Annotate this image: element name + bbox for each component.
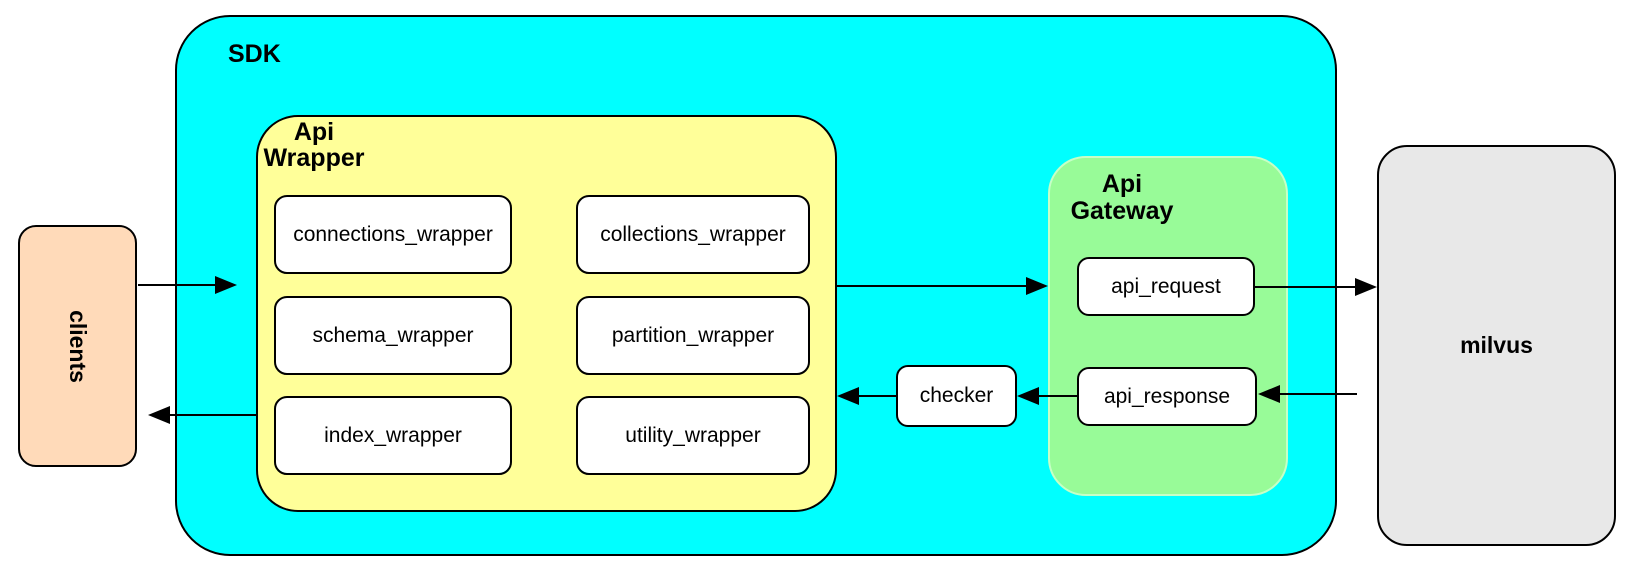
clients-label: clients <box>65 309 91 383</box>
arrow-api-wrapper-to-clients-line <box>169 414 256 416</box>
api-request-node: api_request <box>1077 257 1255 316</box>
partition-wrapper-node: partition_wrapper <box>576 296 810 375</box>
sdk-label: SDK <box>228 40 281 68</box>
index-wrapper-node: index_wrapper <box>274 396 512 475</box>
arrow-clients-to-api-wrapper-line <box>138 284 216 286</box>
milvus-node: milvus <box>1377 145 1616 546</box>
clients-node: clients <box>18 225 137 467</box>
schema-wrapper-node: schema_wrapper <box>274 296 512 375</box>
utility-wrapper-label: utility_wrapper <box>625 423 761 447</box>
arrow-api-wrapper-to-clients-head-icon <box>148 406 170 424</box>
arrow-api-wrapper-to-api-gateway-line <box>837 285 1027 287</box>
arrow-api-wrapper-to-api-gateway-head-icon <box>1026 277 1048 295</box>
checker-node: checker <box>896 365 1017 427</box>
api-response-label: api_response <box>1103 384 1231 408</box>
api-wrapper-label: Api Wrapper <box>263 118 365 172</box>
collections-wrapper-node: collections_wrapper <box>576 195 810 274</box>
api-response-node: api_response <box>1077 367 1257 426</box>
arrow-checker-to-api-wrapper-line <box>858 395 896 397</box>
arrow-api-response-to-checker-line <box>1038 395 1077 397</box>
index-wrapper-label: index_wrapper <box>324 423 462 447</box>
utility-wrapper-node: utility_wrapper <box>576 396 810 475</box>
collections-wrapper-label: collections_wrapper <box>600 222 786 246</box>
api-gateway-container <box>1048 156 1288 496</box>
arrow-milvus-to-api-response-line <box>1279 393 1357 395</box>
checker-label: checker <box>919 384 994 407</box>
arrow-checker-to-api-wrapper-head-icon <box>837 387 859 405</box>
schema-wrapper-label: schema_wrapper <box>312 323 474 347</box>
arrow-api-response-to-checker-head-icon <box>1017 387 1039 405</box>
arrow-milvus-to-api-response-head-icon <box>1258 385 1280 403</box>
arrow-api-request-to-milvus-line <box>1255 286 1356 288</box>
partition-wrapper-label: partition_wrapper <box>611 323 775 347</box>
api-request-label: api_request <box>1111 274 1221 298</box>
connections-wrapper-node: connections_wrapper <box>274 195 512 274</box>
milvus-label: milvus <box>1460 332 1533 358</box>
arrow-api-request-to-milvus-head-icon <box>1355 278 1377 296</box>
connections-wrapper-label: connections_wrapper <box>293 222 493 246</box>
arrow-clients-to-api-wrapper-head-icon <box>215 276 237 294</box>
api-gateway-label: Api Gateway <box>1070 170 1174 225</box>
